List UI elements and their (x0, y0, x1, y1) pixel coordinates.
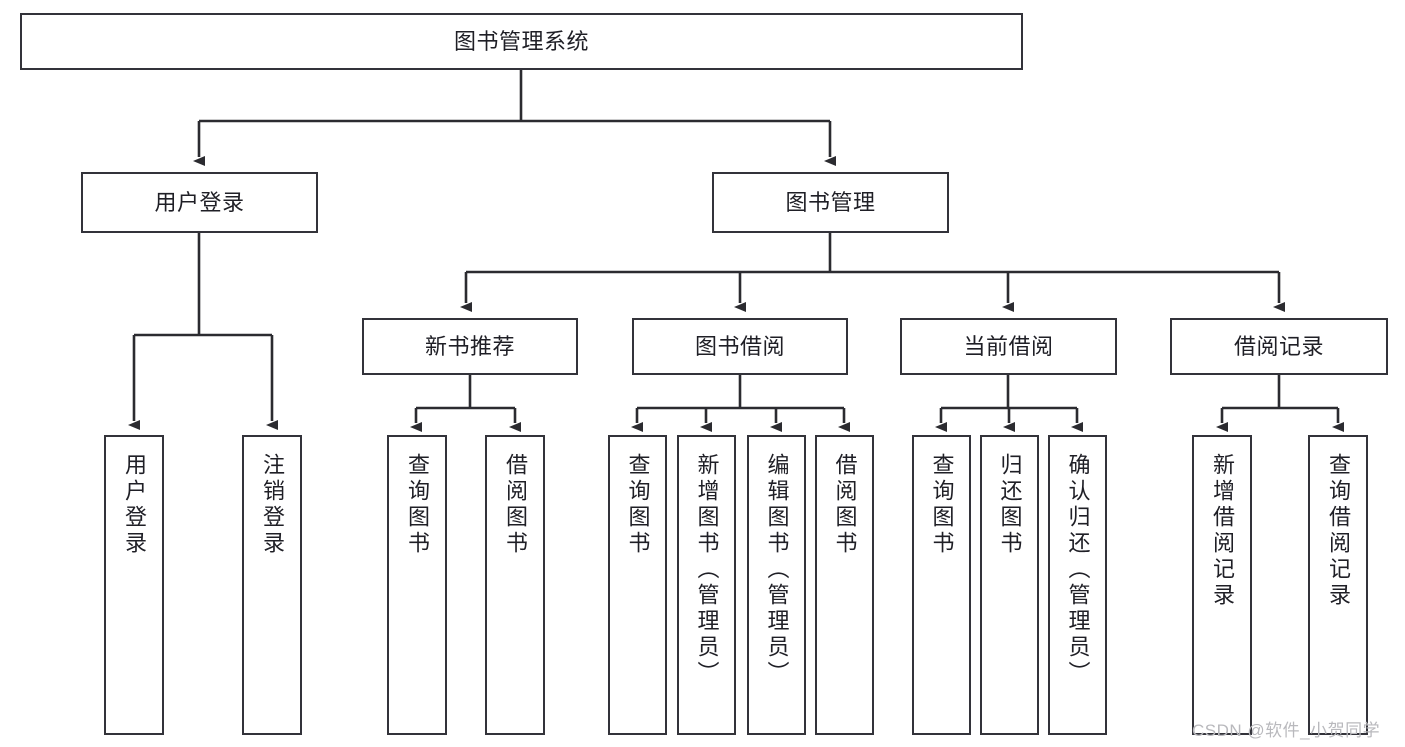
node-label: 归还图书 (997, 453, 1023, 557)
leaf-user-login-login[interactable]: 用户登录 (104, 435, 164, 735)
node-label: 新增图书（管理员） (694, 453, 720, 687)
csdn-watermark: CSDN @软件_小贺同学 (1192, 721, 1381, 740)
node-label: 查询图书 (625, 453, 651, 557)
leaf-new-book-query[interactable]: 查询图书 (387, 435, 447, 735)
node-current-borrow[interactable]: 当前借阅 (900, 318, 1117, 375)
node-label: 查询图书 (929, 453, 955, 557)
node-label: 当前借阅 (963, 333, 1054, 359)
node-label: 借阅图书 (503, 453, 528, 557)
leaf-current-borrow-query[interactable]: 查询图书 (912, 435, 971, 735)
leaf-borrow-record-add[interactable]: 新增借阅记录 (1192, 435, 1252, 735)
node-label: 用户登录 (122, 453, 147, 557)
node-label: 确认归还（管理员） (1065, 453, 1091, 687)
node-borrow-record[interactable]: 借阅记录 (1170, 318, 1388, 375)
leaf-book-borrow-borrow[interactable]: 借阅图书 (815, 435, 874, 735)
node-label: 图书借阅 (694, 333, 785, 359)
node-user-login[interactable]: 用户登录 (81, 172, 318, 233)
node-book-management[interactable]: 图书管理 (712, 172, 949, 233)
node-label: 借阅记录 (1233, 333, 1324, 359)
node-label: 查询图书 (405, 453, 430, 557)
leaf-current-borrow-return[interactable]: 归还图书 (980, 435, 1039, 735)
leaf-book-borrow-edit[interactable]: 编辑图书（管理员） (747, 435, 806, 735)
node-label: 图书管理 (785, 189, 876, 215)
leaf-book-borrow-query[interactable]: 查询图书 (608, 435, 667, 735)
node-label: 查询借阅记录 (1326, 453, 1351, 609)
node-label: 用户登录 (154, 189, 245, 215)
node-book-borrow[interactable]: 图书借阅 (632, 318, 848, 375)
node-label: 编辑图书（管理员） (764, 453, 790, 687)
leaf-user-login-logout[interactable]: 注销登录 (242, 435, 302, 735)
node-root-system[interactable]: 图书管理系统 (20, 13, 1023, 70)
node-label: 图书管理系统 (453, 28, 589, 54)
leaf-book-borrow-add[interactable]: 新增图书（管理员） (677, 435, 736, 735)
node-new-book-recommend[interactable]: 新书推荐 (362, 318, 578, 375)
node-label: 新书推荐 (424, 333, 515, 359)
node-label: 借阅图书 (832, 453, 858, 557)
leaf-borrow-record-query[interactable]: 查询借阅记录 (1308, 435, 1368, 735)
leaf-new-book-borrow[interactable]: 借阅图书 (485, 435, 545, 735)
node-label: 新增借阅记录 (1210, 453, 1235, 609)
leaf-current-borrow-confirm-return[interactable]: 确认归还（管理员） (1048, 435, 1107, 735)
node-label: 注销登录 (260, 453, 285, 557)
